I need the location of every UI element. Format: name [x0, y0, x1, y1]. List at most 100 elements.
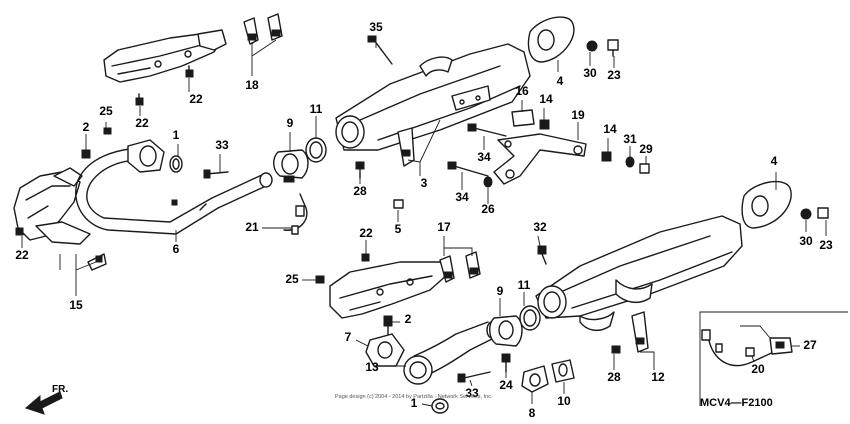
- bolt-23-lower[interactable]: [817, 207, 829, 219]
- bolt-33-front[interactable]: [203, 169, 229, 179]
- callout-18[interactable]: 18: [245, 78, 259, 92]
- shield-clamp-upper[interactable]: [243, 13, 283, 45]
- callout-29[interactable]: 29: [639, 142, 653, 156]
- callout-19[interactable]: 19: [571, 108, 585, 122]
- callout-25[interactable]: 25: [99, 104, 113, 118]
- bolt-24[interactable]: [501, 353, 511, 373]
- callout-20[interactable]: 20: [751, 362, 765, 376]
- callout-13[interactable]: 13: [365, 360, 379, 374]
- bolt-34-upper[interactable]: [467, 123, 507, 137]
- callout-27[interactable]: 27: [803, 338, 817, 352]
- washer-30-upper[interactable]: [586, 40, 598, 52]
- callout-22[interactable]: 22: [135, 116, 149, 130]
- callout-10[interactable]: 10: [557, 394, 571, 408]
- gasket-11-lower[interactable]: [519, 305, 541, 331]
- nut-5[interactable]: [393, 199, 404, 209]
- bolt-2-lower[interactable]: [383, 315, 393, 335]
- callout-35[interactable]: 35: [369, 20, 383, 34]
- callout-2[interactable]: 2: [405, 312, 412, 326]
- sensor-clip-27[interactable]: [769, 337, 793, 355]
- callout-4[interactable]: 4: [771, 154, 778, 168]
- callout-5[interactable]: 5: [395, 222, 402, 236]
- collar-16[interactable]: [511, 109, 535, 127]
- callout-34[interactable]: 34: [477, 150, 491, 164]
- shield-clamp-lower[interactable]: [439, 251, 481, 283]
- callout-9[interactable]: 9: [287, 116, 294, 130]
- callout-21[interactable]: 21: [245, 220, 259, 234]
- callout-12[interactable]: 12: [651, 370, 665, 384]
- callout-31[interactable]: 31: [623, 132, 637, 146]
- front-pipe-heat-shield[interactable]: [13, 167, 91, 245]
- callout-11[interactable]: 11: [518, 278, 531, 292]
- bolt-33-rear[interactable]: [457, 371, 491, 383]
- gasket-11-upper[interactable]: [305, 137, 327, 163]
- washer-31[interactable]: [625, 156, 635, 168]
- shield-clamp-front[interactable]: [87, 253, 107, 271]
- flange-front[interactable]: [127, 139, 165, 173]
- gasket-1-rear[interactable]: [431, 398, 449, 414]
- bolt-34-lower[interactable]: [447, 161, 489, 177]
- callout-14[interactable]: 14: [603, 122, 617, 136]
- callout-28[interactable]: 28: [607, 370, 621, 384]
- callout-17[interactable]: 17: [437, 220, 451, 234]
- clamp-9-lower[interactable]: [489, 315, 523, 347]
- callout-14[interactable]: 14: [539, 92, 553, 106]
- o2-sensor-20[interactable]: [701, 329, 779, 367]
- upper-heat-shield[interactable]: [103, 29, 227, 83]
- callout-32[interactable]: 32: [533, 220, 547, 234]
- bolt-22-upper-a[interactable]: [185, 65, 194, 78]
- nut-29[interactable]: [639, 163, 650, 174]
- nut-14-right[interactable]: [601, 151, 612, 162]
- callout-22[interactable]: 22: [189, 92, 203, 106]
- o2-sensor-upper[interactable]: [283, 193, 308, 235]
- washer-30-lower[interactable]: [800, 208, 812, 220]
- callout-7[interactable]: 7: [345, 330, 352, 344]
- callout-26[interactable]: 26: [481, 202, 495, 216]
- muffler-stay[interactable]: [493, 133, 587, 185]
- callout-1[interactable]: 1: [411, 396, 418, 410]
- callout-22[interactable]: 22: [359, 226, 373, 240]
- muffler-lower[interactable]: [535, 215, 743, 332]
- callout-15[interactable]: 15: [69, 298, 83, 312]
- callout-30[interactable]: 30: [799, 234, 813, 248]
- callout-33[interactable]: 33: [465, 386, 479, 400]
- callout-30[interactable]: 30: [583, 66, 597, 80]
- lower-heat-shield[interactable]: [329, 261, 449, 319]
- bolt-35[interactable]: [367, 35, 393, 65]
- callout-3[interactable]: 3: [421, 176, 428, 190]
- bolt-32[interactable]: [537, 245, 547, 265]
- clamp-9-upper[interactable]: [273, 149, 309, 183]
- callout-25[interactable]: 25: [285, 272, 299, 286]
- gasket-1-front[interactable]: [169, 155, 183, 173]
- callout-33[interactable]: 33: [215, 138, 229, 152]
- collar-10[interactable]: [551, 359, 575, 383]
- exhaust-pipe-front[interactable]: [75, 147, 273, 235]
- bolt-25-lower[interactable]: [315, 275, 325, 284]
- bolt-22-upper-b[interactable]: [135, 93, 144, 106]
- callout-28[interactable]: 28: [353, 184, 367, 198]
- bolt-22-lower[interactable]: [361, 253, 370, 262]
- bracket-12[interactable]: [631, 311, 649, 353]
- callout-34[interactable]: 34: [455, 190, 469, 204]
- bolt-2-upper[interactable]: [81, 149, 91, 159]
- callout-22[interactable]: 22: [15, 248, 29, 262]
- callout-1[interactable]: 1: [173, 128, 180, 142]
- callout-23[interactable]: 23: [607, 68, 621, 82]
- bolt-25-upper[interactable]: [103, 127, 112, 135]
- bolt-22-shield[interactable]: [15, 227, 24, 236]
- callout-4[interactable]: 4: [557, 74, 564, 88]
- callout-24[interactable]: 24: [499, 378, 513, 392]
- exhaust-pipe-rear[interactable]: [403, 321, 498, 385]
- muffler-bracket-3[interactable]: [397, 127, 415, 167]
- callout-23[interactable]: 23: [819, 238, 833, 252]
- callout-16[interactable]: 16: [515, 84, 529, 98]
- nut-28-upper[interactable]: [355, 161, 365, 179]
- end-cap-lower[interactable]: [741, 180, 792, 229]
- washer-26[interactable]: [483, 176, 493, 188]
- callout-6[interactable]: 6: [173, 242, 180, 256]
- end-cap-upper[interactable]: [527, 16, 575, 63]
- muffler-upper[interactable]: [335, 43, 531, 151]
- callout-8[interactable]: 8: [529, 406, 536, 420]
- nut-14-upper[interactable]: [539, 119, 550, 130]
- callout-2[interactable]: 2: [83, 120, 90, 134]
